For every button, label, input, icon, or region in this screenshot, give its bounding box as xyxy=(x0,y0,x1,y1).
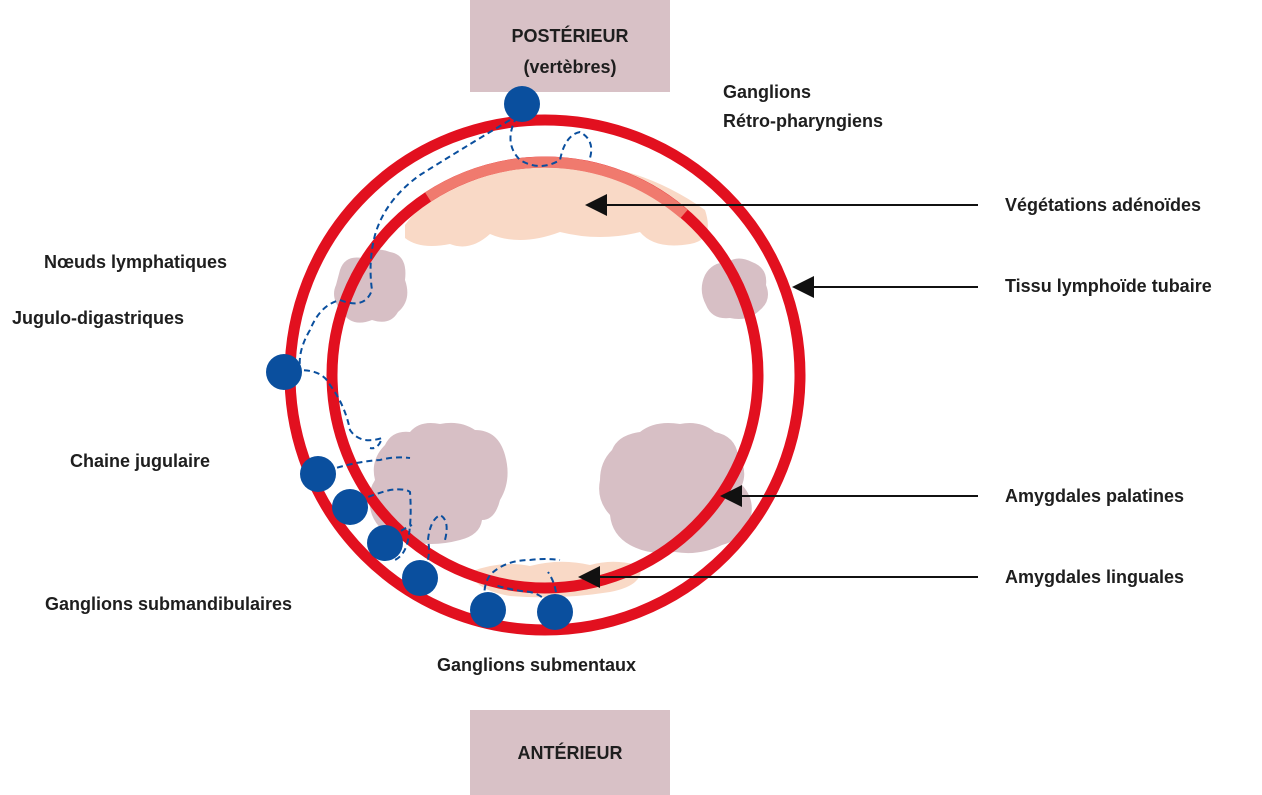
retropharyngeal-node xyxy=(504,86,540,122)
retropharyngeal-label-line2: Rétro-pharyngiens xyxy=(723,111,883,131)
posterior-box-bg xyxy=(470,0,670,92)
lymph-nodes-label-line2: Jugulo-digastriques xyxy=(12,308,184,328)
submandibular-node-1 xyxy=(367,525,403,561)
submental-label: Ganglions submentaux xyxy=(437,655,636,675)
submandibular-label: Ganglions submandibulaires xyxy=(45,594,292,614)
submental-node-2 xyxy=(537,594,573,630)
anterior-box: ANTÉRIEUR xyxy=(470,710,670,795)
submental-node-1 xyxy=(470,592,506,628)
palatine-label: Amygdales palatines xyxy=(1005,486,1184,506)
jugulodigastric-node xyxy=(266,354,302,390)
posterior-box: POSTÉRIEUR (vertèbres) xyxy=(470,0,670,92)
jugular-node-2 xyxy=(332,489,368,525)
submandibular-node-2 xyxy=(402,560,438,596)
arrowhead-tubal xyxy=(792,276,814,298)
anterior-title: ANTÉRIEUR xyxy=(517,742,622,763)
posterior-subtitle: (vertèbres) xyxy=(523,57,616,77)
adenoids-label: Végétations adénoïdes xyxy=(1005,195,1201,215)
retropharyngeal-label-line1: Ganglions xyxy=(723,82,811,102)
jugular-chain-label: Chaine jugulaire xyxy=(70,451,210,471)
posterior-title: POSTÉRIEUR xyxy=(511,25,628,46)
tubal-label: Tissu lymphoïde tubaire xyxy=(1005,276,1212,296)
lymph-nodes-label-line1: Nœuds lymphatiques xyxy=(44,252,227,272)
jugular-node-1 xyxy=(300,456,336,492)
lingual-label: Amygdales linguales xyxy=(1005,567,1184,587)
